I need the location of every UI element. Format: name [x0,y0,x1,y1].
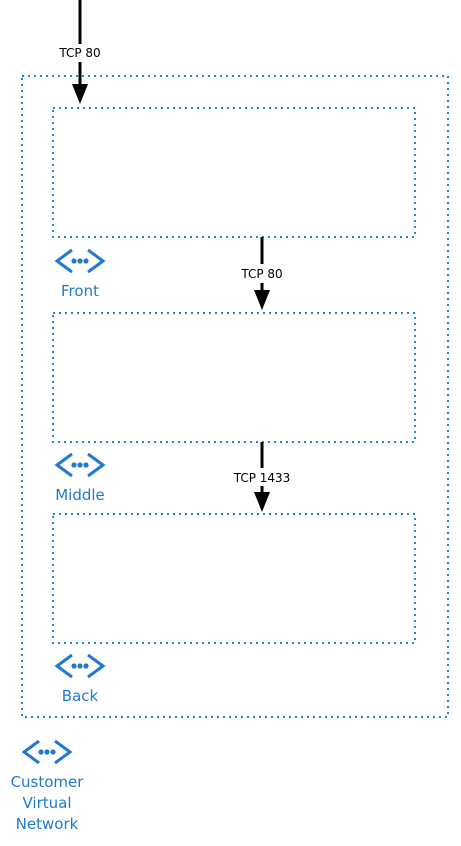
flow-label-middle-to-back: TCP 1433 [233,471,291,485]
subnet-box-middle [52,312,416,443]
subnet-label-back: Back [62,687,99,705]
flow-arrow-incoming [72,0,88,104]
virtual-network-icon [21,739,73,765]
flow-label-incoming: TCP 80 [58,46,100,60]
flow-label-front-to-middle: TCP 80 [240,267,282,281]
vnet-label-line-2: Virtual [22,794,71,812]
virtual-network-icon [54,653,106,679]
subnet-label-middle: Middle [55,486,105,504]
vnet-boundary [21,75,449,718]
subnet-box-front [52,107,416,238]
virtual-network-icon [54,248,106,274]
vnet-label-line-3: Network [16,815,79,833]
flow-arrow-front-to-middle [254,237,270,310]
vnet-label-line-1: Customer [11,773,85,791]
flow-arrow-middle-to-back [254,442,270,512]
subnet-box-back [52,513,416,644]
virtual-network-icon [54,452,106,478]
subnet-label-front: Front [61,282,99,300]
